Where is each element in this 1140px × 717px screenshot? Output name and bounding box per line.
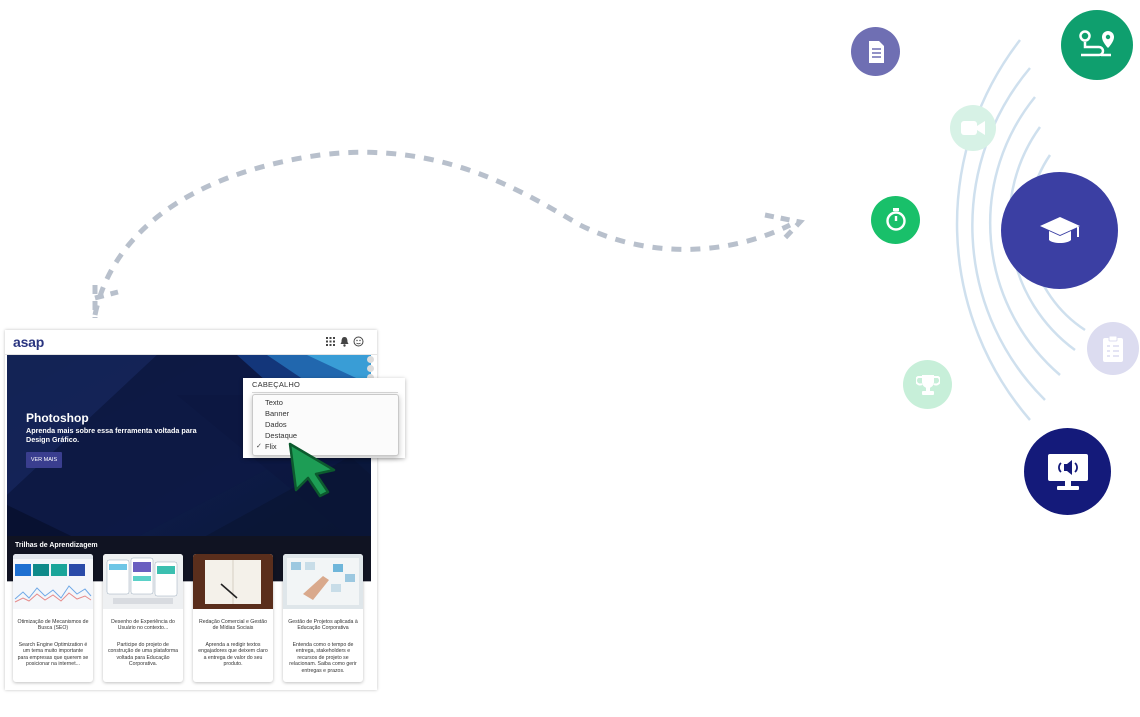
option-dados[interactable]: Dados <box>265 420 287 429</box>
option-flix[interactable]: Flix <box>265 442 277 451</box>
graduation-cap-icon <box>1039 216 1080 243</box>
trail-card-projects[interactable]: Gestão de Projetos aplicada à Educação C… <box>283 554 363 682</box>
video-bubble <box>950 105 996 151</box>
top-bar: asap <box>5 330 377 355</box>
graduation-bubble <box>1001 172 1118 289</box>
trail-card-ux[interactable]: Desenho de Experiência do Usuário no con… <box>103 554 183 682</box>
header-select-dropdown[interactable]: Texto Banner Dados Destaque ✓ Flix <box>252 394 399 456</box>
dashed-curve-arrow <box>92 149 792 316</box>
carousel-dot[interactable] <box>367 374 374 381</box>
selected-check-icon: ✓ <box>256 443 262 450</box>
ver-mais-button[interactable]: VER MAIS <box>26 452 62 468</box>
video-camera-icon <box>961 121 985 135</box>
option-banner[interactable]: Banner <box>265 409 290 418</box>
app-logo[interactable]: asap <box>13 334 45 350</box>
monitor-speaker-icon <box>1047 453 1088 490</box>
option-texto[interactable]: Texto <box>265 398 283 407</box>
carousel-indicators <box>367 356 375 381</box>
trail-card-description: Participe do projeto de construção de um… <box>107 642 179 668</box>
header-select-divider <box>252 392 398 393</box>
trail-card-title: Desenho de Experiência do Usuário no con… <box>111 619 175 632</box>
trail-card-title: Otimização de Mecanismos de Busca (SEO) <box>17 619 89 632</box>
timer-bubble <box>871 196 920 244</box>
seo-dashboard-thumbnail <box>13 554 93 609</box>
trail-card-writing[interactable]: Redação Comercial e Gestão de Mídias Soc… <box>193 554 273 682</box>
trophy-bubble <box>903 360 952 409</box>
clipboard-bubble <box>1087 322 1139 375</box>
monitor-bubble <box>1024 428 1111 515</box>
project-board-thumbnail <box>283 554 363 609</box>
trail-card-title: Gestão de Projetos aplicada à Educação C… <box>288 619 358 632</box>
notebook-thumbnail <box>193 554 273 609</box>
carousel-dot[interactable] <box>367 356 374 363</box>
route-pin-icon <box>1079 30 1114 57</box>
timer-icon <box>885 208 906 231</box>
trail-card-description: Search Engine Optimization é um tema mui… <box>17 642 89 668</box>
learning-trails-title: Trilhas de Aprendizagem <box>15 542 98 549</box>
header-select-label: CABEÇALHO <box>252 380 301 389</box>
user-icon[interactable] <box>353 336 364 347</box>
learning-trails-section: Trilhas de Aprendizagem Otimização de Me… <box>7 536 371 686</box>
ux-wireframe-thumbnail <box>103 554 183 609</box>
document-icon <box>868 40 884 63</box>
arrow-tail <box>92 285 119 318</box>
arrow-head <box>764 212 805 242</box>
trophy-icon <box>915 374 940 395</box>
document-bubble <box>851 27 900 76</box>
trail-card-description: Entenda como o tempo de entrega, stakeho… <box>289 642 357 674</box>
grid-icon[interactable] <box>325 336 336 347</box>
route-bubble <box>1061 10 1133 80</box>
cursor-arrow-icon <box>288 442 336 498</box>
trail-card-seo[interactable]: Otimização de Mecanismos de Busca (SEO) … <box>13 554 93 682</box>
bell-icon[interactable] <box>339 336 350 347</box>
trail-card-description: Aprenda a redigir textos engajadores que… <box>198 642 268 668</box>
hero-subtitle: Aprenda mais sobre essa ferramenta volta… <box>26 426 197 444</box>
hero-title: Photoshop <box>26 411 89 425</box>
trail-card-title: Redação Comercial e Gestão de Mídias Soc… <box>198 619 268 632</box>
option-destaque[interactable]: Destaque <box>265 431 298 440</box>
clipboard-icon <box>1103 335 1123 362</box>
carousel-dot[interactable] <box>367 365 374 372</box>
